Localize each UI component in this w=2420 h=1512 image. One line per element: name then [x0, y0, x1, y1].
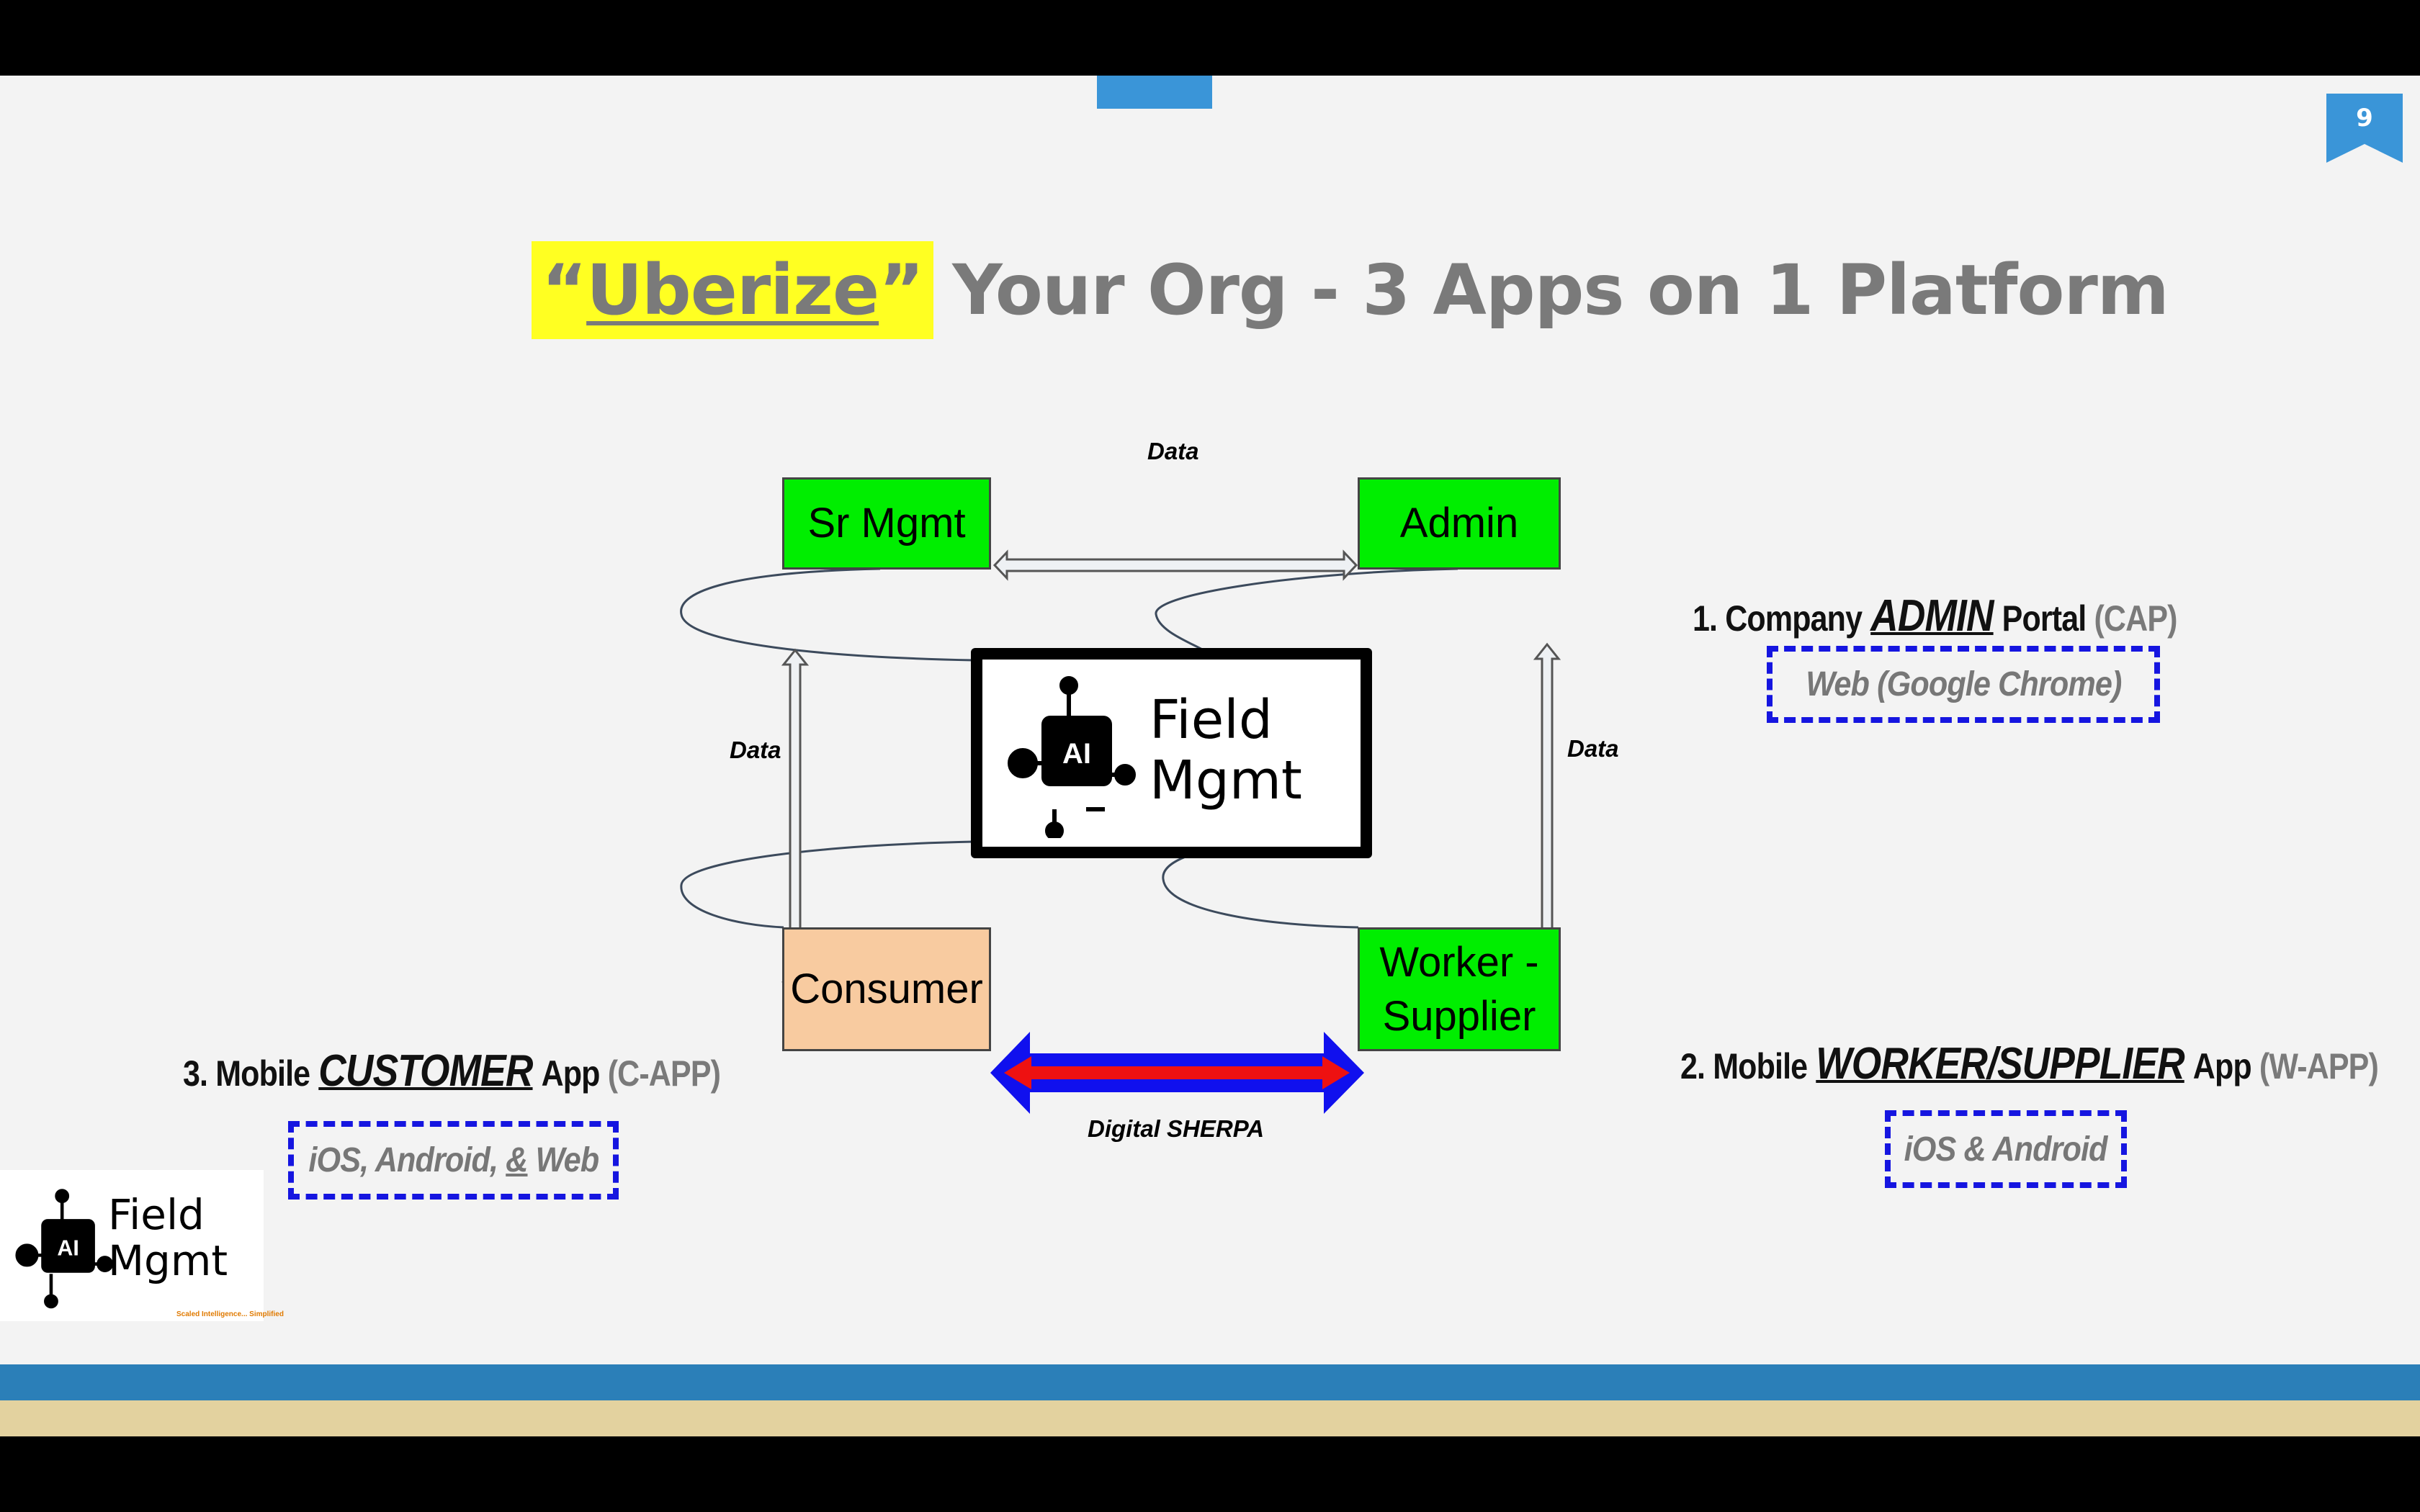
corner-logo-line1: Field	[108, 1190, 205, 1239]
app-customer-emphasis: CUSTOMER	[318, 1046, 533, 1096]
node-worker-supplier: Worker - Supplier	[1358, 927, 1561, 1051]
corner-ai-chip-icon: AI	[15, 1189, 114, 1309]
app-customer-platforms: iOS, Android, & Web	[308, 1140, 599, 1180]
app-admin-suffix: Portal	[2002, 598, 2087, 639]
digital-sherpa-arrow	[990, 1032, 1364, 1114]
center-logo-badge: AI	[1062, 738, 1091, 770]
footer-bar-blue	[0, 1364, 2420, 1400]
title-close-quote: ”	[879, 250, 924, 330]
page-number-badge: 9	[2326, 94, 2403, 163]
loop-connector-top-left	[680, 567, 974, 662]
center-logo-line1: Field	[1150, 689, 1273, 751]
app-worker-emphasis: WORKER/SUPPLIER	[1816, 1039, 2184, 1089]
center-logo: AI Field Mgmt	[982, 660, 1361, 847]
node-sr-mgmt-label: Sr Mgmt	[807, 500, 966, 547]
node-worker-label-line2: Supplier	[1382, 993, 1536, 1040]
node-consumer-label: Consumer	[790, 966, 983, 1013]
bookmark-ribbon-icon	[2326, 94, 2403, 163]
app-customer-platform-box: iOS, Android, & Web	[288, 1121, 619, 1200]
node-sr-mgmt: Sr Mgmt	[782, 477, 991, 570]
title-rest: Your Org - 3 Apps on 1 Platform	[952, 250, 2169, 330]
title-open-quote: “	[542, 250, 587, 330]
slide: 9 “Uberize” Your Org - 3 Apps on 1 Platf…	[0, 76, 2420, 1436]
app-customer-suffix: App	[541, 1053, 601, 1094]
node-worker-label-line1: Worker -	[1379, 938, 1539, 986]
top-accent-tab	[1097, 76, 1212, 109]
app-customer-code: (C-APP)	[607, 1053, 721, 1094]
app-admin-prefix: 1. Company	[1693, 598, 1863, 639]
corner-logo-wordmark: Field Mgmt	[108, 1192, 228, 1284]
title-highlight-word: Uberize	[586, 250, 879, 330]
corner-logo-badge: AI	[57, 1236, 79, 1260]
slide-title: “Uberize” Your Org - 3 Apps on 1 Platfor…	[532, 241, 2169, 339]
center-logo-wordmark: Field Mgmt	[1150, 690, 1302, 811]
center-logo-line2: Mgmt	[1150, 750, 1302, 811]
app-customer-platforms-a: iOS, Android,	[308, 1141, 506, 1179]
edge-label-top: Data	[1147, 438, 1199, 464]
app-admin-platforms: Web (Google Chrome)	[1805, 665, 2122, 703]
app-worker-prefix: 2. Mobile	[1680, 1046, 1808, 1086]
edge-label-right: Data	[1567, 735, 1619, 762]
ai-chip-icon: AI	[1008, 676, 1136, 838]
app-admin-emphasis: ADMIN	[1870, 591, 1994, 641]
corner-logo-tagline: Scaled Intelligence... Simplified	[176, 1310, 284, 1318]
app-worker-suffix: App	[2192, 1046, 2252, 1086]
center-logo-frame: AI Field Mgmt	[971, 648, 1372, 858]
app-worker-platforms: iOS & Android	[1904, 1130, 2108, 1169]
node-admin: Admin	[1358, 477, 1561, 570]
data-arrow-top	[992, 549, 1358, 581]
node-consumer: Consumer	[782, 927, 991, 1051]
app-worker-code: (W-APP)	[2259, 1046, 2379, 1086]
page-number: 9	[2356, 104, 2373, 132]
app-worker-platform-box: iOS & Android	[1885, 1110, 2127, 1188]
app-customer-platforms-amp: &	[505, 1141, 528, 1179]
title-highlight: “Uberize”	[532, 241, 934, 339]
app-customer-platforms-b: Web	[527, 1141, 599, 1179]
app-admin-code: (CAP)	[2094, 598, 2177, 639]
corner-logo-line2: Mgmt	[108, 1236, 228, 1285]
app-admin-platform-box: Web (Google Chrome)	[1767, 646, 2160, 723]
app-customer-prefix: 3. Mobile	[183, 1053, 310, 1094]
corner-logo: AI Field Mgmt	[0, 1170, 264, 1321]
loop-connector-bottom-left	[680, 840, 974, 929]
node-admin-label: Admin	[1399, 500, 1519, 547]
edge-label-left: Data	[730, 737, 781, 763]
loop-connector-top-right	[1155, 567, 1458, 662]
edge-label-bottom: Digital SHERPA	[1088, 1115, 1265, 1142]
footer-bar-tan	[0, 1400, 2420, 1436]
